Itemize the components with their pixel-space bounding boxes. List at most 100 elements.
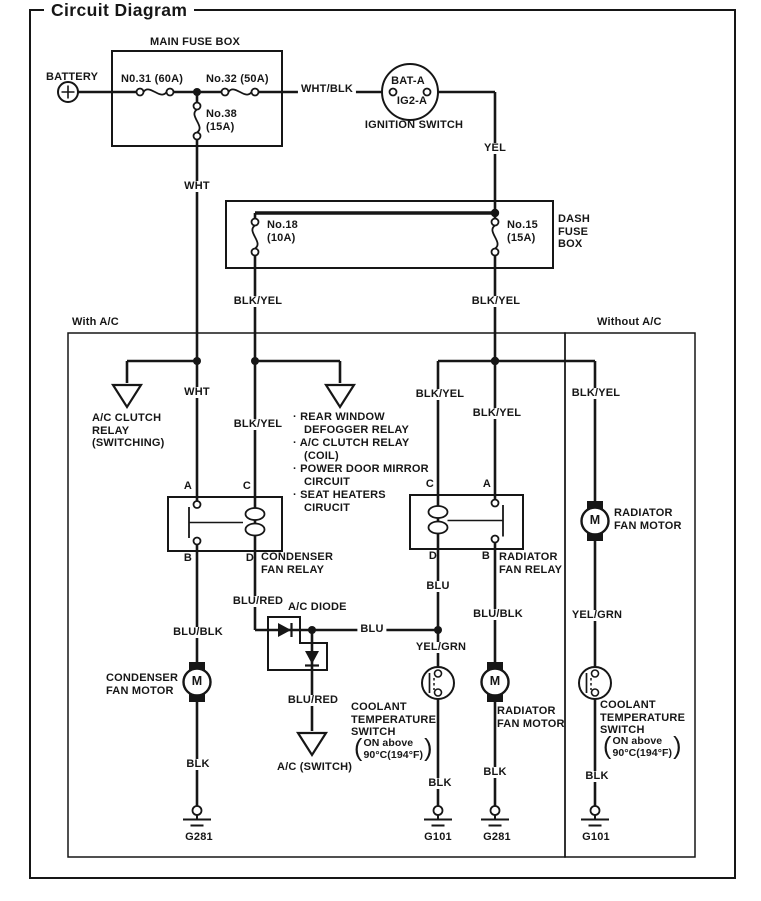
ignition-switch-symbol bbox=[381, 63, 439, 121]
radiator-relay-terminal-c: C bbox=[425, 478, 435, 490]
ground-g281-condenser bbox=[183, 805, 211, 827]
paren-open: ( bbox=[354, 734, 363, 762]
battery-label: BATTERY bbox=[46, 71, 99, 83]
feed-item-rear-window-defogger: REAR WINDOW DEFOGGER RELAY bbox=[293, 411, 455, 437]
wire-label-blk-yel-radiator-coil: BLK/YEL bbox=[412, 389, 468, 400]
ac-diode-label: A/C DIODE bbox=[288, 601, 347, 613]
wire-label-blk-radiator: BLK bbox=[480, 767, 510, 778]
radiator-fan-motor-symbol-without-ac bbox=[580, 501, 610, 541]
ground-symbols bbox=[183, 805, 609, 827]
battery-symbol bbox=[57, 81, 79, 103]
feed-item-power-door-mirror: POWER DOOR MIRROR CIRCUIT bbox=[293, 463, 455, 489]
ignition-terminal-ig2-a: IG2-A bbox=[396, 95, 428, 107]
condenser-relay-terminal-a: A bbox=[183, 480, 193, 492]
feeds-list: REAR WINDOW DEFOGGER RELAY A/C CLUTCH RE… bbox=[293, 411, 455, 515]
wire-label-blu-red-lower: BLU/RED bbox=[284, 695, 342, 706]
fuse-15-label: No.15 (15A) bbox=[507, 219, 538, 244]
wire-label-blu-blk-radiator: BLU/BLK bbox=[470, 609, 526, 620]
feed-item-seat-heaters: SEAT HEATERS CIRUCIT bbox=[293, 489, 455, 515]
radiator-fan-motor-m: M bbox=[489, 674, 501, 688]
wire-label-wht-lower: WHT bbox=[181, 387, 213, 398]
ground-g281-radiator-motor bbox=[481, 805, 509, 827]
wire-label-blk-yel-without-ac: BLK/YEL bbox=[568, 388, 624, 399]
condenser-fan-relay-label: CONDENSER FAN RELAY bbox=[261, 551, 334, 576]
ignition-switch-label: IGNITION SWITCH bbox=[364, 119, 464, 131]
condenser-relay-terminal-c: C bbox=[242, 480, 252, 492]
dash-fuse-box-label: DASH FUSE BOX bbox=[558, 213, 590, 250]
wire-label-blk-condenser: BLK bbox=[183, 759, 213, 770]
ac-clutch-relay-arrow bbox=[110, 383, 144, 410]
connector-arrows bbox=[110, 383, 357, 758]
ac-switch-arrow bbox=[295, 731, 329, 758]
ac-diode-box bbox=[267, 616, 328, 671]
ac-clutch-relay-label: A/C CLUTCH RELAY (SWITCHING) bbox=[92, 412, 165, 449]
condenser-relay-terminal-b: B bbox=[183, 552, 193, 564]
fuse-18-label: No.18 (10A) bbox=[267, 219, 298, 244]
ac-switch-label: A/C (SWITCH) bbox=[277, 761, 353, 773]
fuse-31-label: N0.31 (60A) bbox=[121, 73, 184, 85]
radiator-fan-motor-symbol bbox=[480, 662, 510, 702]
condenser-fan-relay-symbol bbox=[188, 500, 266, 546]
feed-item-ac-clutch-relay-coil: A/C CLUTCH RELAY (COIL) bbox=[293, 437, 455, 463]
wire-label-blk-yel-condenser-coil: BLK/YEL bbox=[230, 419, 286, 430]
radiator-fan-relay-box bbox=[409, 494, 524, 550]
condenser-relay-terminal-d: D bbox=[245, 552, 255, 564]
coolant-temp-switch-label-without-ac: COOLANT TEMPERATURE SWITCH bbox=[600, 699, 686, 736]
radiator-fan-motor-label: RADIATOR FAN MOTOR bbox=[497, 705, 565, 730]
radiator-fan-relay-label: RADIATOR FAN RELAY bbox=[499, 551, 563, 576]
ground-label-g101-coolant: G101 bbox=[424, 831, 452, 843]
section-label-without-ac: Without A/C bbox=[597, 316, 662, 328]
fuse-32-label: No.32 (50A) bbox=[206, 73, 269, 85]
ground-label-g281-radiator: G281 bbox=[483, 831, 511, 843]
wire-label-blk-without-ac: BLK bbox=[582, 771, 612, 782]
radiator-relay-terminal-b: B bbox=[481, 550, 491, 562]
fuse-symbols bbox=[135, 87, 500, 257]
condenser-fan-motor-label: CONDENSER FAN MOTOR bbox=[106, 672, 179, 697]
main-fuse-box-label: MAIN FUSE BOX bbox=[150, 36, 240, 48]
coolant-temp-switch-symbol bbox=[421, 666, 455, 700]
ground-g101-without-ac bbox=[581, 805, 609, 827]
wire-label-yel-grn-without-ac: YEL/GRN bbox=[568, 610, 626, 621]
coolant-temp-switch-symbol-without-ac bbox=[578, 666, 612, 700]
wire-label-wht-blk: WHT/BLK bbox=[297, 84, 357, 95]
wire-label-blk-yel-radiator-switch: BLK/YEL bbox=[469, 408, 525, 419]
radiator-fan-motor-m-without-ac: M bbox=[589, 513, 601, 527]
ignition-terminal-bat-a: BAT-A bbox=[391, 75, 425, 87]
wire-label-blu-vertical: BLU bbox=[423, 581, 453, 592]
wire-label-blk-yel-fuse18: BLK/YEL bbox=[230, 296, 286, 307]
radiator-relay-terminal-d: D bbox=[428, 550, 438, 562]
paren-open: ( bbox=[603, 732, 612, 760]
radiator-fan-motor-label-without-ac: RADIATOR FAN MOTOR bbox=[614, 507, 682, 532]
ground-label-g101-without-ac: G101 bbox=[582, 831, 610, 843]
condenser-fan-motor-symbol bbox=[182, 662, 212, 702]
wire-label-blk-yel-fuse15: BLK/YEL bbox=[468, 296, 524, 307]
condenser-fan-relay-box bbox=[167, 496, 283, 552]
page-title: Circuit Diagram bbox=[44, 0, 195, 21]
dash-fuse-box-outline bbox=[225, 200, 554, 269]
outer-border bbox=[29, 9, 736, 879]
wire-label-blk-coolant: BLK bbox=[425, 778, 455, 789]
condenser-fan-motor-m: M bbox=[191, 674, 203, 688]
ground-label-g281-condenser: G281 bbox=[185, 831, 213, 843]
ac-diode-symbol bbox=[278, 623, 319, 667]
wire-label-wht-upper: WHT bbox=[181, 181, 213, 192]
feeds-arrow bbox=[323, 383, 357, 410]
radiator-relay-terminal-a: A bbox=[482, 478, 492, 490]
fuse-38-label: No.38 (15A) bbox=[206, 108, 237, 133]
wire-label-blu-horizontal: BLU bbox=[357, 624, 387, 635]
paren-close: ) bbox=[424, 734, 433, 762]
ground-g101-coolant-switch bbox=[424, 805, 452, 827]
wire-label-yel: YEL bbox=[481, 143, 509, 154]
coolant-temp-switch-label: COOLANT TEMPERATURE SWITCH bbox=[351, 701, 437, 738]
without-ac-section-box bbox=[564, 332, 696, 858]
junction-dots bbox=[193, 88, 500, 634]
wire-label-blu-red-upper: BLU/RED bbox=[229, 596, 287, 607]
wire-label-yel-grn-with-ac: YEL/GRN bbox=[412, 642, 470, 653]
wire-label-blu-blk-condenser: BLU/BLK bbox=[170, 627, 226, 638]
